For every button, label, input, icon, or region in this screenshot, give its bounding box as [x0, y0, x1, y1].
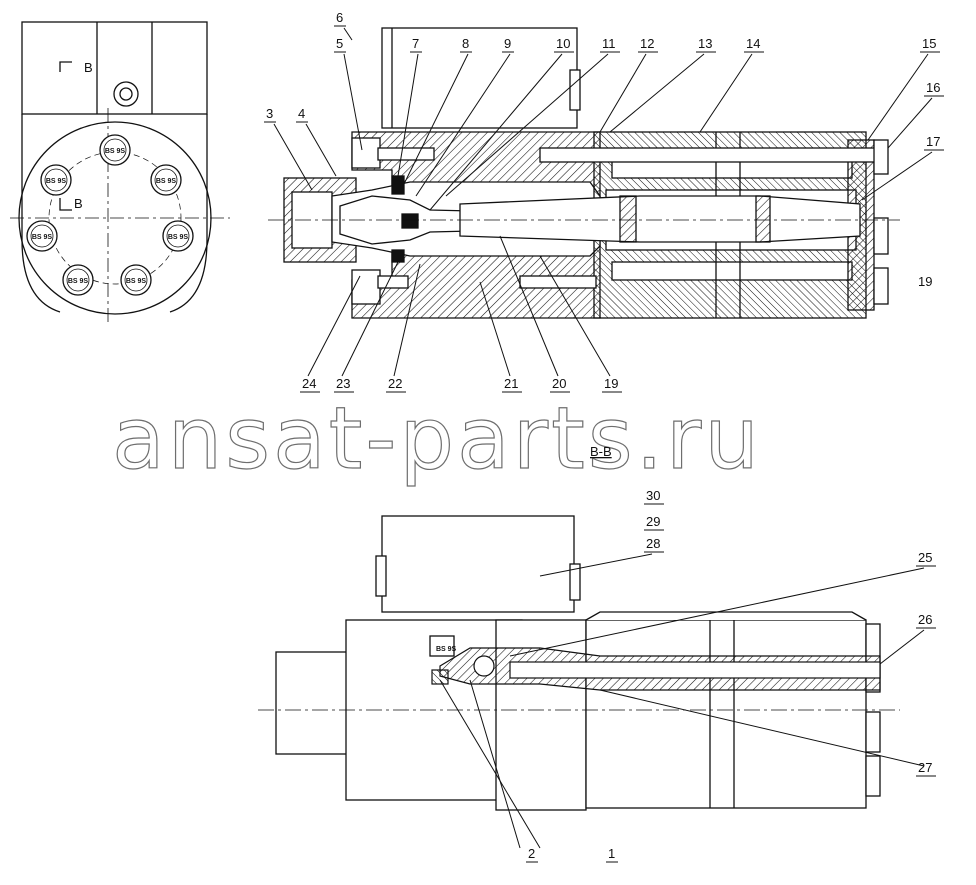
bolt-head-inner [66, 268, 90, 292]
callout-label: 30 [646, 488, 660, 503]
bolt-stamp: BS 9S [46, 178, 67, 185]
watermark-text: ansat-parts.ru [112, 389, 762, 489]
callout-label: 28 [646, 536, 660, 551]
callout-label: 26 [918, 612, 932, 627]
leader-line [403, 53, 469, 185]
callout-label: 17 [926, 134, 940, 149]
bolt-head-inner [44, 168, 68, 192]
leader-lines [264, 25, 944, 863]
leader-line [539, 553, 653, 577]
bolt-stamp: BS 9S [68, 278, 89, 285]
side-view-cutaway [431, 647, 881, 691]
callout-label: 1 [608, 846, 615, 861]
leader-line [273, 123, 313, 191]
bolt-stamp: BS 9S [32, 234, 53, 241]
leader-line [415, 53, 511, 197]
leader-line [439, 679, 541, 849]
callout-label: 20 [552, 376, 566, 391]
section-marker-top: B [59, 60, 93, 75]
bolt-head-inner [30, 224, 54, 248]
callout-label: 5 [336, 36, 343, 51]
callout-label: 19 [604, 376, 618, 391]
leader-line [343, 27, 353, 41]
callout-label: 19 [918, 274, 932, 289]
leader-line [609, 53, 705, 133]
bolt-head-inner [124, 268, 148, 292]
bolt-stamp: BS 9S [168, 234, 189, 241]
leader-line [499, 235, 559, 377]
bolt-stamp: BS 9S [105, 148, 126, 155]
callout-label: 22 [388, 376, 402, 391]
section-marker-label-bottom: B [74, 196, 83, 211]
leader-line [539, 255, 611, 377]
leader-line [479, 281, 511, 377]
bolt-circle: BS 9S BS 9S BS 9S BS 9S BS 9S BS 9S BS 9S [26, 134, 194, 296]
bolt-head-inner [103, 138, 127, 162]
callout-label: 6 [336, 10, 343, 25]
bolt-stamp: BS 9S [126, 278, 147, 285]
callout-label: 16 [926, 80, 940, 95]
leader-line [397, 53, 419, 177]
bolt-stamp: BS 9S [156, 178, 177, 185]
section-view [283, 27, 889, 319]
end-view [10, 21, 230, 325]
leader-line [509, 567, 925, 657]
leader-line [343, 53, 363, 151]
callout-label: 21 [504, 376, 518, 391]
leader-line [393, 263, 421, 377]
section-marker-label-top: B [84, 60, 93, 75]
callout-label: 9 [504, 36, 511, 51]
leader-line [699, 53, 753, 133]
leader-line [445, 53, 609, 197]
callout-label: 8 [462, 36, 469, 51]
leader-line [879, 629, 925, 665]
callout-label: 27 [918, 760, 932, 775]
callout-label: 11 [602, 36, 616, 51]
section-marker-bottom: B [59, 196, 83, 211]
callout-label: 12 [640, 36, 654, 51]
callout-label: 7 [412, 36, 419, 51]
nameplate-stamp: BS 9S [436, 646, 457, 653]
callout-label: 25 [918, 550, 932, 565]
leader-line [867, 53, 929, 141]
bolt-head-inner [154, 168, 178, 192]
callout-label: 24 [302, 376, 316, 391]
callout-label: 14 [746, 36, 760, 51]
leader-line [469, 679, 521, 849]
leader-line [307, 275, 361, 377]
leader-line [861, 151, 933, 201]
callout-label: 15 [922, 36, 936, 51]
callout-label: 10 [556, 36, 570, 51]
leader-line [599, 53, 647, 133]
leader-line [305, 123, 337, 177]
callout-label: 29 [646, 514, 660, 529]
callout-label: 4 [298, 106, 305, 121]
leader-line [341, 261, 399, 377]
callout-label: 13 [698, 36, 712, 51]
bolt-head-inner [166, 224, 190, 248]
callout-label: 3 [266, 106, 273, 121]
leader-line [599, 689, 925, 767]
section-label: B-B [590, 444, 612, 459]
callout-label: 23 [336, 376, 350, 391]
leader-line [887, 97, 933, 149]
leader-line [429, 53, 563, 211]
callout-label: 2 [528, 846, 535, 861]
